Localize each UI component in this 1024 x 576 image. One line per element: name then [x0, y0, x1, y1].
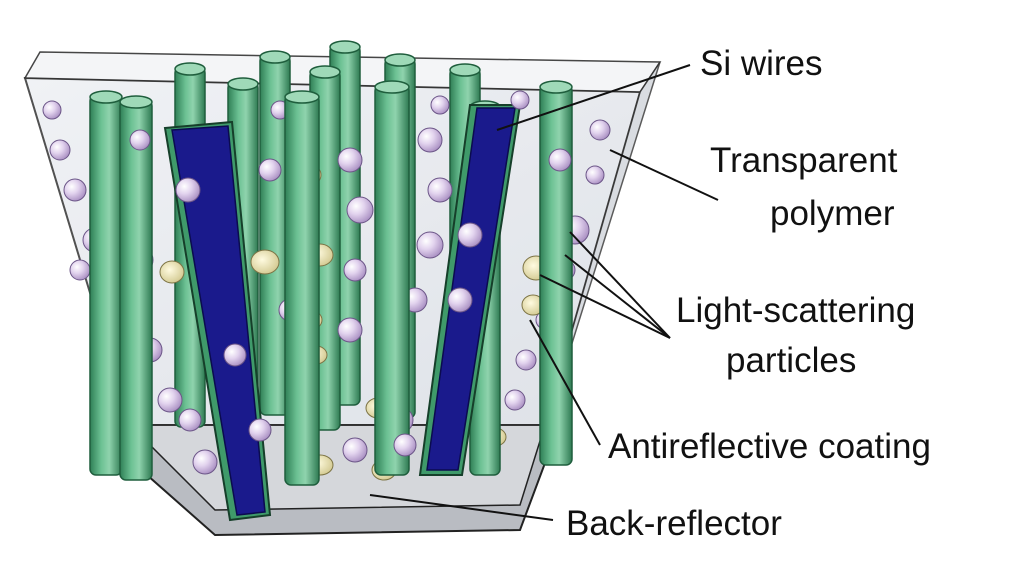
- label-back-reflector: Back-reflector: [566, 504, 782, 543]
- leader-lines: [369, 64, 719, 521]
- label-light-scattering-1: Light-scattering: [676, 291, 915, 330]
- label-light-scattering-2: particles: [726, 341, 856, 380]
- label-antireflective-coating: Antireflective coating: [608, 427, 931, 466]
- cut-wire-right: [418, 104, 522, 476]
- leader-si-wires: [496, 64, 691, 131]
- label-transparent-polymer-1: Transparent: [710, 141, 898, 180]
- leader-light-scattering-3: [539, 274, 671, 339]
- cut-wire-left: [163, 120, 272, 522]
- label-si-wires: Si wires: [700, 44, 823, 83]
- leader-antireflective: [529, 319, 601, 446]
- leader-light-scattering-2: [569, 231, 671, 339]
- particles-front: [129, 90, 572, 475]
- leader-light-scattering-1: [564, 254, 671, 339]
- leader-back-reflector: [369, 494, 554, 521]
- leader-transparent-polymer: [609, 149, 719, 201]
- label-transparent-polymer-2: polymer: [770, 194, 895, 233]
